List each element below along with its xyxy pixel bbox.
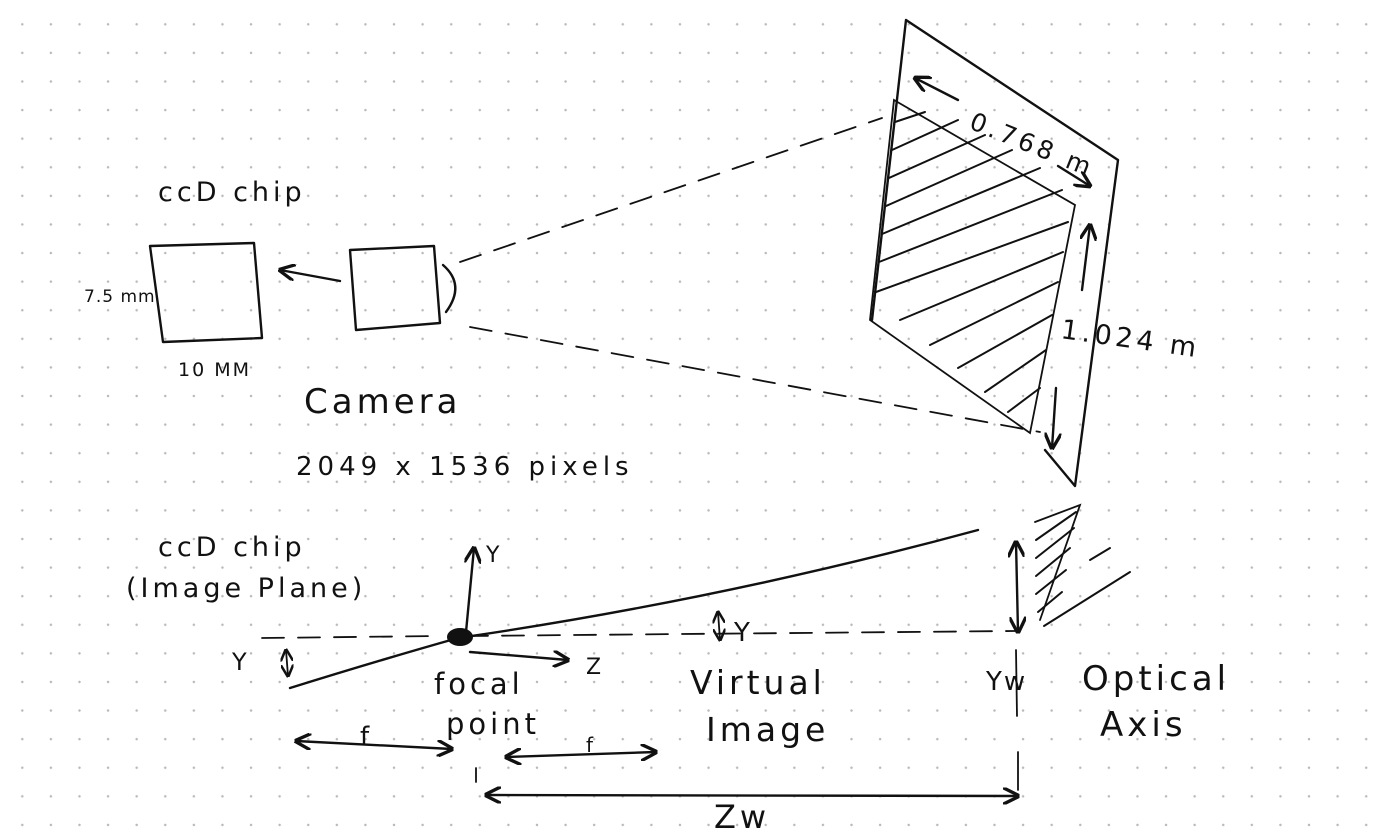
virtual-y-arrow: [718, 612, 720, 640]
ccd-chip-bottom-label: ccD chip: [158, 532, 306, 563]
chip-height-label: 7.5 mm: [84, 287, 156, 307]
optical-label: Optical: [1082, 659, 1230, 699]
camera-body: [348, 244, 442, 332]
image-plane-label: (Image Plane): [126, 573, 366, 604]
point-label: point: [446, 707, 540, 741]
y-axis-label: Y: [485, 543, 503, 568]
plane-width-arrow-left: [915, 78, 960, 102]
zw-label: Zw: [714, 798, 770, 832]
camera-label: Camera: [304, 382, 461, 422]
image-label: Image: [706, 710, 829, 749]
frustum-top-dashed: [459, 117, 883, 263]
ccd-chip-top-label: ccD chip: [158, 177, 306, 208]
z-axis-arrow: [468, 652, 568, 660]
world-plane-edge: [1034, 503, 1082, 621]
yw-label: Yw: [985, 667, 1027, 697]
ccd-chip-square: [148, 241, 264, 344]
y-axis-arrow: [466, 548, 474, 634]
small-y-arrow: [286, 650, 288, 676]
axis-label: Axis: [1100, 705, 1187, 745]
yw-tick: [1015, 649, 1018, 717]
f-right-arrow: [506, 752, 656, 757]
camera-to-chip-arrow: [280, 270, 342, 283]
f-left-label: f: [360, 722, 373, 752]
focal-label: focal: [434, 667, 524, 701]
plane-height-arrow-down: [1052, 386, 1056, 448]
f-left-arrow: [296, 741, 452, 749]
focal-point-dot: [447, 628, 473, 646]
plane-height-arrow-up: [1082, 225, 1090, 292]
zw-arrow: [486, 795, 1018, 796]
plane-height-label: 1.024 m: [1059, 314, 1202, 364]
lower-sketch: ccD chip (Image Plane) Y Z Y focal point…: [126, 503, 1230, 832]
chip-width-label: 10 MM: [178, 359, 251, 381]
optical-axis-right-dashed: [465, 630, 1016, 637]
world-hatch-lines: [1035, 511, 1131, 627]
small-y-label: Y: [231, 648, 251, 676]
plane-width-arrow-right: [1056, 164, 1090, 186]
virtual-label: Virtual: [690, 663, 826, 702]
resolution-label: 2049 x 1536 pixels: [296, 452, 634, 482]
f-right-label: f: [586, 733, 597, 757]
z-axis-label: Z: [586, 655, 605, 680]
frustum-bottom-dashed: [469, 326, 1041, 433]
optical-axis-left-dashed: [261, 635, 441, 639]
object-plane-frame: [870, 18, 1120, 488]
shaded-region-outline: [869, 98, 1077, 435]
camera-lens: [441, 263, 457, 314]
hatch-lines: [875, 111, 1069, 413]
yw-arrow: [1016, 542, 1018, 632]
virtual-y-label: Y: [733, 618, 754, 648]
upper-sketch: ccD chip 7.5 mm 10 MM Camera 2049 x 1536…: [84, 18, 1202, 488]
ray-line: [288, 528, 980, 690]
